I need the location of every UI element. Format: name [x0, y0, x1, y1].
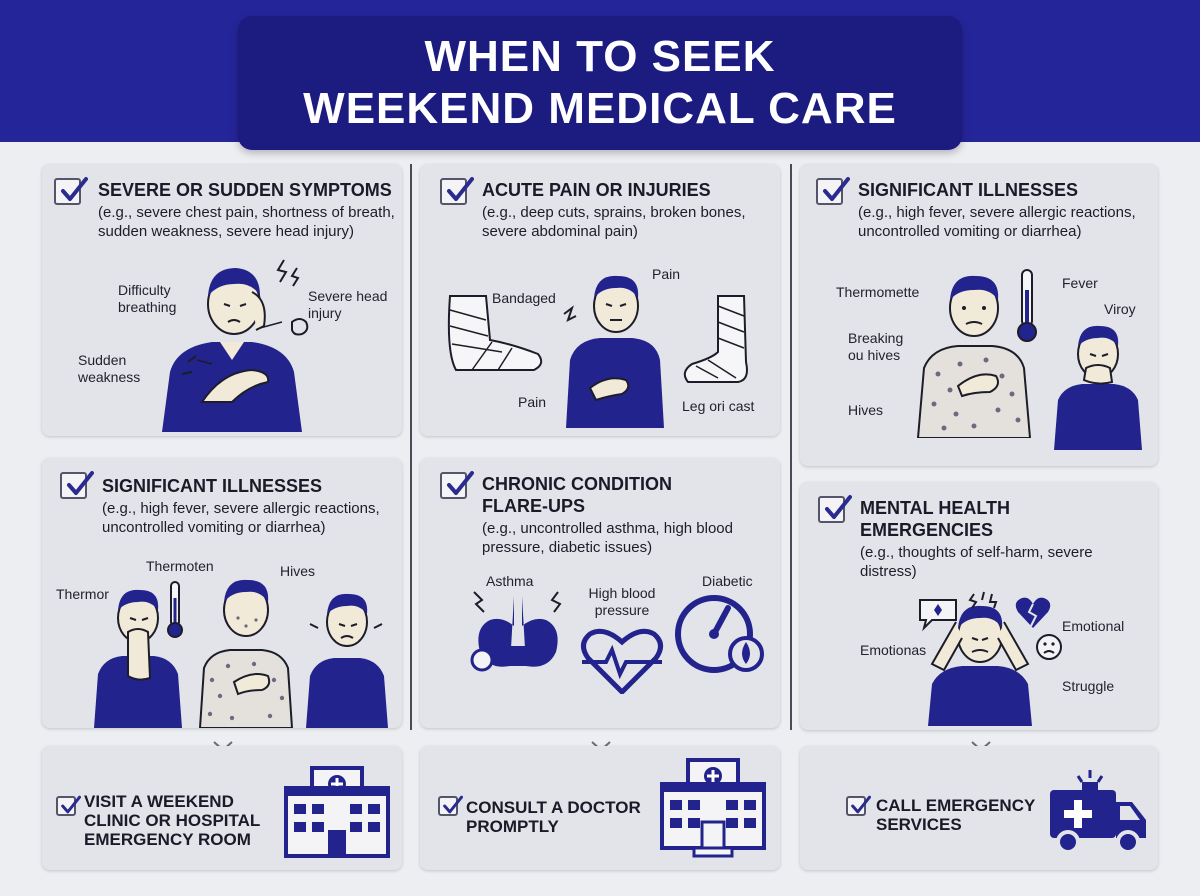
card-description: (e.g., uncontrolled asthma, high blood p…: [482, 520, 733, 556]
ambulance-icon: [1050, 770, 1146, 854]
page-title-line2: WEEKEND MEDICAL CARE: [303, 84, 897, 133]
label-fever: Fever: [1062, 275, 1098, 291]
label-asthma: Asthma: [486, 573, 534, 589]
checkbox-icon: [816, 178, 843, 205]
label-severe-head-injury: Severe head injury: [308, 288, 388, 321]
column-divider-right: [790, 164, 792, 730]
card-acute-pain: ACUTE PAIN OR INJURIES (e.g., deep cuts,…: [420, 164, 780, 436]
label-bandaged: Bandaged: [492, 290, 556, 306]
card-title-line1: CHRONIC CONDITION: [482, 474, 672, 494]
thermometer-icon: [1017, 269, 1037, 342]
checkbox-icon: [440, 178, 467, 205]
title-box: WHEN TO SEEK WEEKEND MEDICAL CARE: [238, 16, 962, 150]
broken-heart-icon: [1015, 597, 1051, 628]
person-chest-pain-illustration: [162, 259, 309, 432]
label-struggle: Struggle: [1062, 678, 1115, 694]
card-title-line1: MENTAL HEALTH: [860, 498, 1010, 518]
card-description: (e.g., high fever, severe allergic react…: [858, 204, 1136, 240]
card-title: SEVERE OR SUDDEN SYMPTOMS: [98, 180, 392, 200]
checkbox-icon: [56, 796, 76, 816]
card-description: (e.g., thoughts of self-harm, severe dis…: [860, 544, 1093, 580]
thought-bubble-icon: [919, 599, 957, 632]
action-text: CONSULT A DOCTOR PROMPTLY: [466, 798, 641, 836]
person-vomiting-illustration: [94, 589, 182, 728]
label-viroy: Viroy: [1104, 301, 1136, 317]
person-distressed-illustration: [306, 593, 388, 728]
action-card-emergency: CALL EMERGENCY SERVICES: [800, 746, 1158, 870]
glucose-gauge-icon: [675, 595, 764, 673]
bandaged-foot-illustration: [447, 295, 543, 371]
label-emotionas: Emotionas: [860, 642, 927, 658]
label-thermor: Thermor: [56, 586, 109, 602]
card-significant-illnesses-bottom: SIGNIFICANT ILLNESSES (e.g., high fever,…: [42, 458, 402, 728]
hospital-building-icon: [284, 766, 390, 858]
action-text: VISIT A WEEKEND CLINIC OR HOSPITAL EMERG…: [84, 792, 260, 849]
page-title-line1: WHEN TO SEEK: [424, 32, 776, 81]
label-pain-bottom: Pain: [518, 394, 547, 410]
label-emotional: Emotional: [1062, 618, 1125, 634]
thermometer-icon: [167, 581, 183, 638]
card-title-line2: EMERGENCIES: [860, 520, 994, 540]
action-text: CALL EMERGENCY SERVICES: [876, 796, 1036, 834]
card-description: (e.g., severe chest pain, shortness of b…: [98, 204, 395, 240]
action-card-clinic: VISIT A WEEKEND CLINIC OR HOSPITAL EMERG…: [42, 746, 402, 870]
action-card-doctor: CONSULT A DOCTOR PROMPTLY: [420, 746, 780, 870]
heart-pulse-icon: [581, 628, 663, 694]
person-abdominal-pain-illustration: [563, 275, 664, 428]
label-pain-top: Pain: [652, 266, 681, 282]
card-title: SIGNIFICANT ILLNESSES: [858, 180, 1079, 200]
label-leg-on-cast: Leg ori cast: [682, 398, 755, 414]
label-high-blood-pressure: High blood pressure: [588, 585, 656, 618]
checkbox-icon: [440, 472, 467, 499]
lungs-inhaler-icon: [470, 591, 562, 672]
label-hives: Hives: [280, 563, 316, 579]
person-hives-illustration: [198, 579, 294, 728]
checkbox-icon: [60, 472, 87, 499]
label-sudden-weakness: Sudden weakness: [78, 352, 141, 385]
checkbox-icon: [54, 178, 81, 205]
person-vomiting-illustration: [1054, 325, 1142, 450]
sad-face-icon: [1036, 634, 1062, 660]
card-title: SIGNIFICANT ILLNESSES: [102, 476, 323, 496]
label-diabetic: Diabetic: [702, 573, 753, 589]
card-title: ACUTE PAIN OR INJURIES: [482, 180, 711, 200]
leg-cast-illustration: [683, 295, 748, 383]
person-head-in-hands-illustration: [928, 591, 1032, 726]
card-mental-health: MENTAL HEALTH EMERGENCIES (e.g., thought…: [800, 482, 1158, 730]
label-hives: Hives: [848, 402, 884, 418]
label-thermomette: Thermomette: [836, 284, 920, 300]
column-divider-left: [410, 164, 412, 730]
checkbox-icon: [846, 796, 866, 816]
hospital-building-icon: [660, 758, 766, 858]
card-description: (e.g., deep cuts, sprains, broken bones,…: [482, 204, 746, 240]
person-hives-illustration: [916, 275, 1032, 438]
card-significant-illnesses-top: SIGNIFICANT ILLNESSES (e.g., high fever,…: [800, 164, 1158, 466]
label-breaking-out-hives: Breaking ou hives: [848, 330, 904, 363]
label-difficulty-breathing: Difficulty breathing: [118, 282, 177, 315]
checkbox-icon: [818, 496, 845, 523]
card-severe-symptoms: SEVERE OR SUDDEN SYMPTOMS (e.g., severe …: [42, 164, 402, 436]
card-title-line2: FLARE-UPS: [482, 496, 585, 516]
label-thermoten: Thermoten: [146, 558, 214, 574]
checkbox-icon: [438, 796, 458, 816]
card-chronic-condition: CHRONIC CONDITION FLARE-UPS (e.g., uncon…: [420, 458, 780, 728]
card-description: (e.g., high fever, severe allergic react…: [102, 500, 380, 536]
